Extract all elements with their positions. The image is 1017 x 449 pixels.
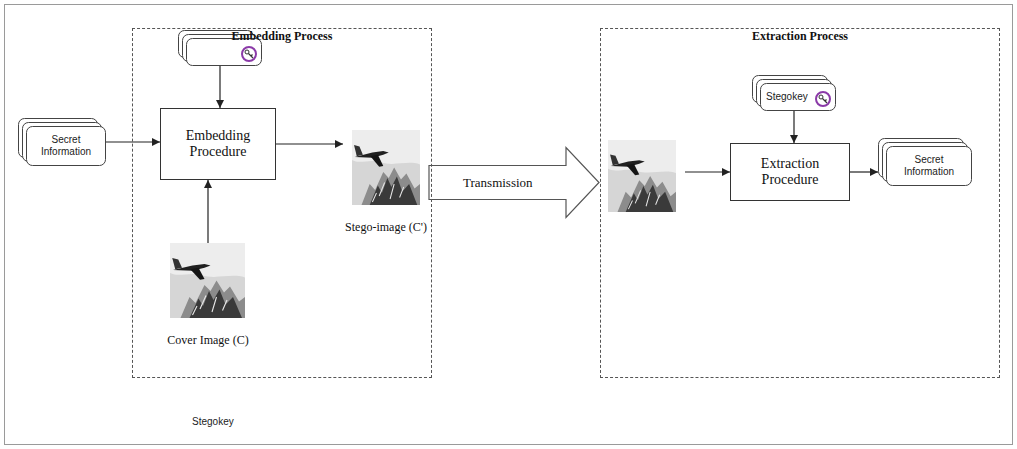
- region-heading: Extraction Process: [601, 29, 999, 44]
- process-region: StegokeyEmbedding ProcedureStego-image (…: [132, 28, 432, 378]
- connector-arrow: [219, 66, 220, 108]
- connector-arrow: [276, 143, 343, 144]
- key-bow: [819, 95, 823, 99]
- connector-label: Transmission: [461, 175, 535, 191]
- stego-picture: [608, 140, 676, 212]
- node-label: Stegokey: [760, 83, 836, 111]
- key-blade: [823, 99, 828, 104]
- image-node: Stego-image (C'): [343, 130, 429, 235]
- connector-arrow: [850, 171, 878, 172]
- key-ring: [816, 92, 830, 106]
- key-stack: Stegokey: [752, 75, 836, 111]
- document-stack: Secret Information: [878, 138, 972, 186]
- node-label: Extraction Procedure: [737, 156, 843, 188]
- region-heading: Embedding Process: [133, 29, 431, 44]
- process-box: Extraction Procedure: [730, 143, 850, 201]
- process-box: Embedding Procedure: [160, 108, 276, 180]
- connector-arrow: [685, 171, 730, 172]
- node-label: Embedding Procedure: [167, 128, 269, 160]
- image-caption: Cover Image (C): [167, 333, 248, 348]
- key-bow: [245, 50, 249, 54]
- stego-picture: [352, 130, 420, 205]
- image-caption: Stego-image (C'): [345, 220, 427, 235]
- stack-card: [887, 147, 972, 186]
- connector-arrow: [106, 141, 160, 142]
- block-arrow: [429, 148, 599, 218]
- node-label: Stegokey: [186, 408, 262, 436]
- key-ring: [242, 47, 256, 61]
- stack-card: [27, 127, 106, 166]
- node-label: Secret Information: [26, 126, 106, 166]
- process-region: Stego-image (C')StegokeyExtraction Proce…: [600, 28, 1000, 378]
- image-node: Stego-image (C'): [599, 140, 685, 242]
- key-blade: [249, 54, 254, 59]
- node-label: Secret Information: [886, 146, 972, 186]
- stack-card: [761, 84, 836, 111]
- image-node: Cover Image (C): [165, 243, 251, 348]
- connector-arrow: [207, 180, 208, 243]
- connector-arrow: [793, 111, 794, 143]
- key-icon: [242, 47, 256, 61]
- key-icon: [816, 92, 830, 106]
- cover-picture: [170, 243, 245, 318]
- document-stack: Secret Information: [18, 118, 106, 166]
- outer-frame: [5, 5, 1013, 445]
